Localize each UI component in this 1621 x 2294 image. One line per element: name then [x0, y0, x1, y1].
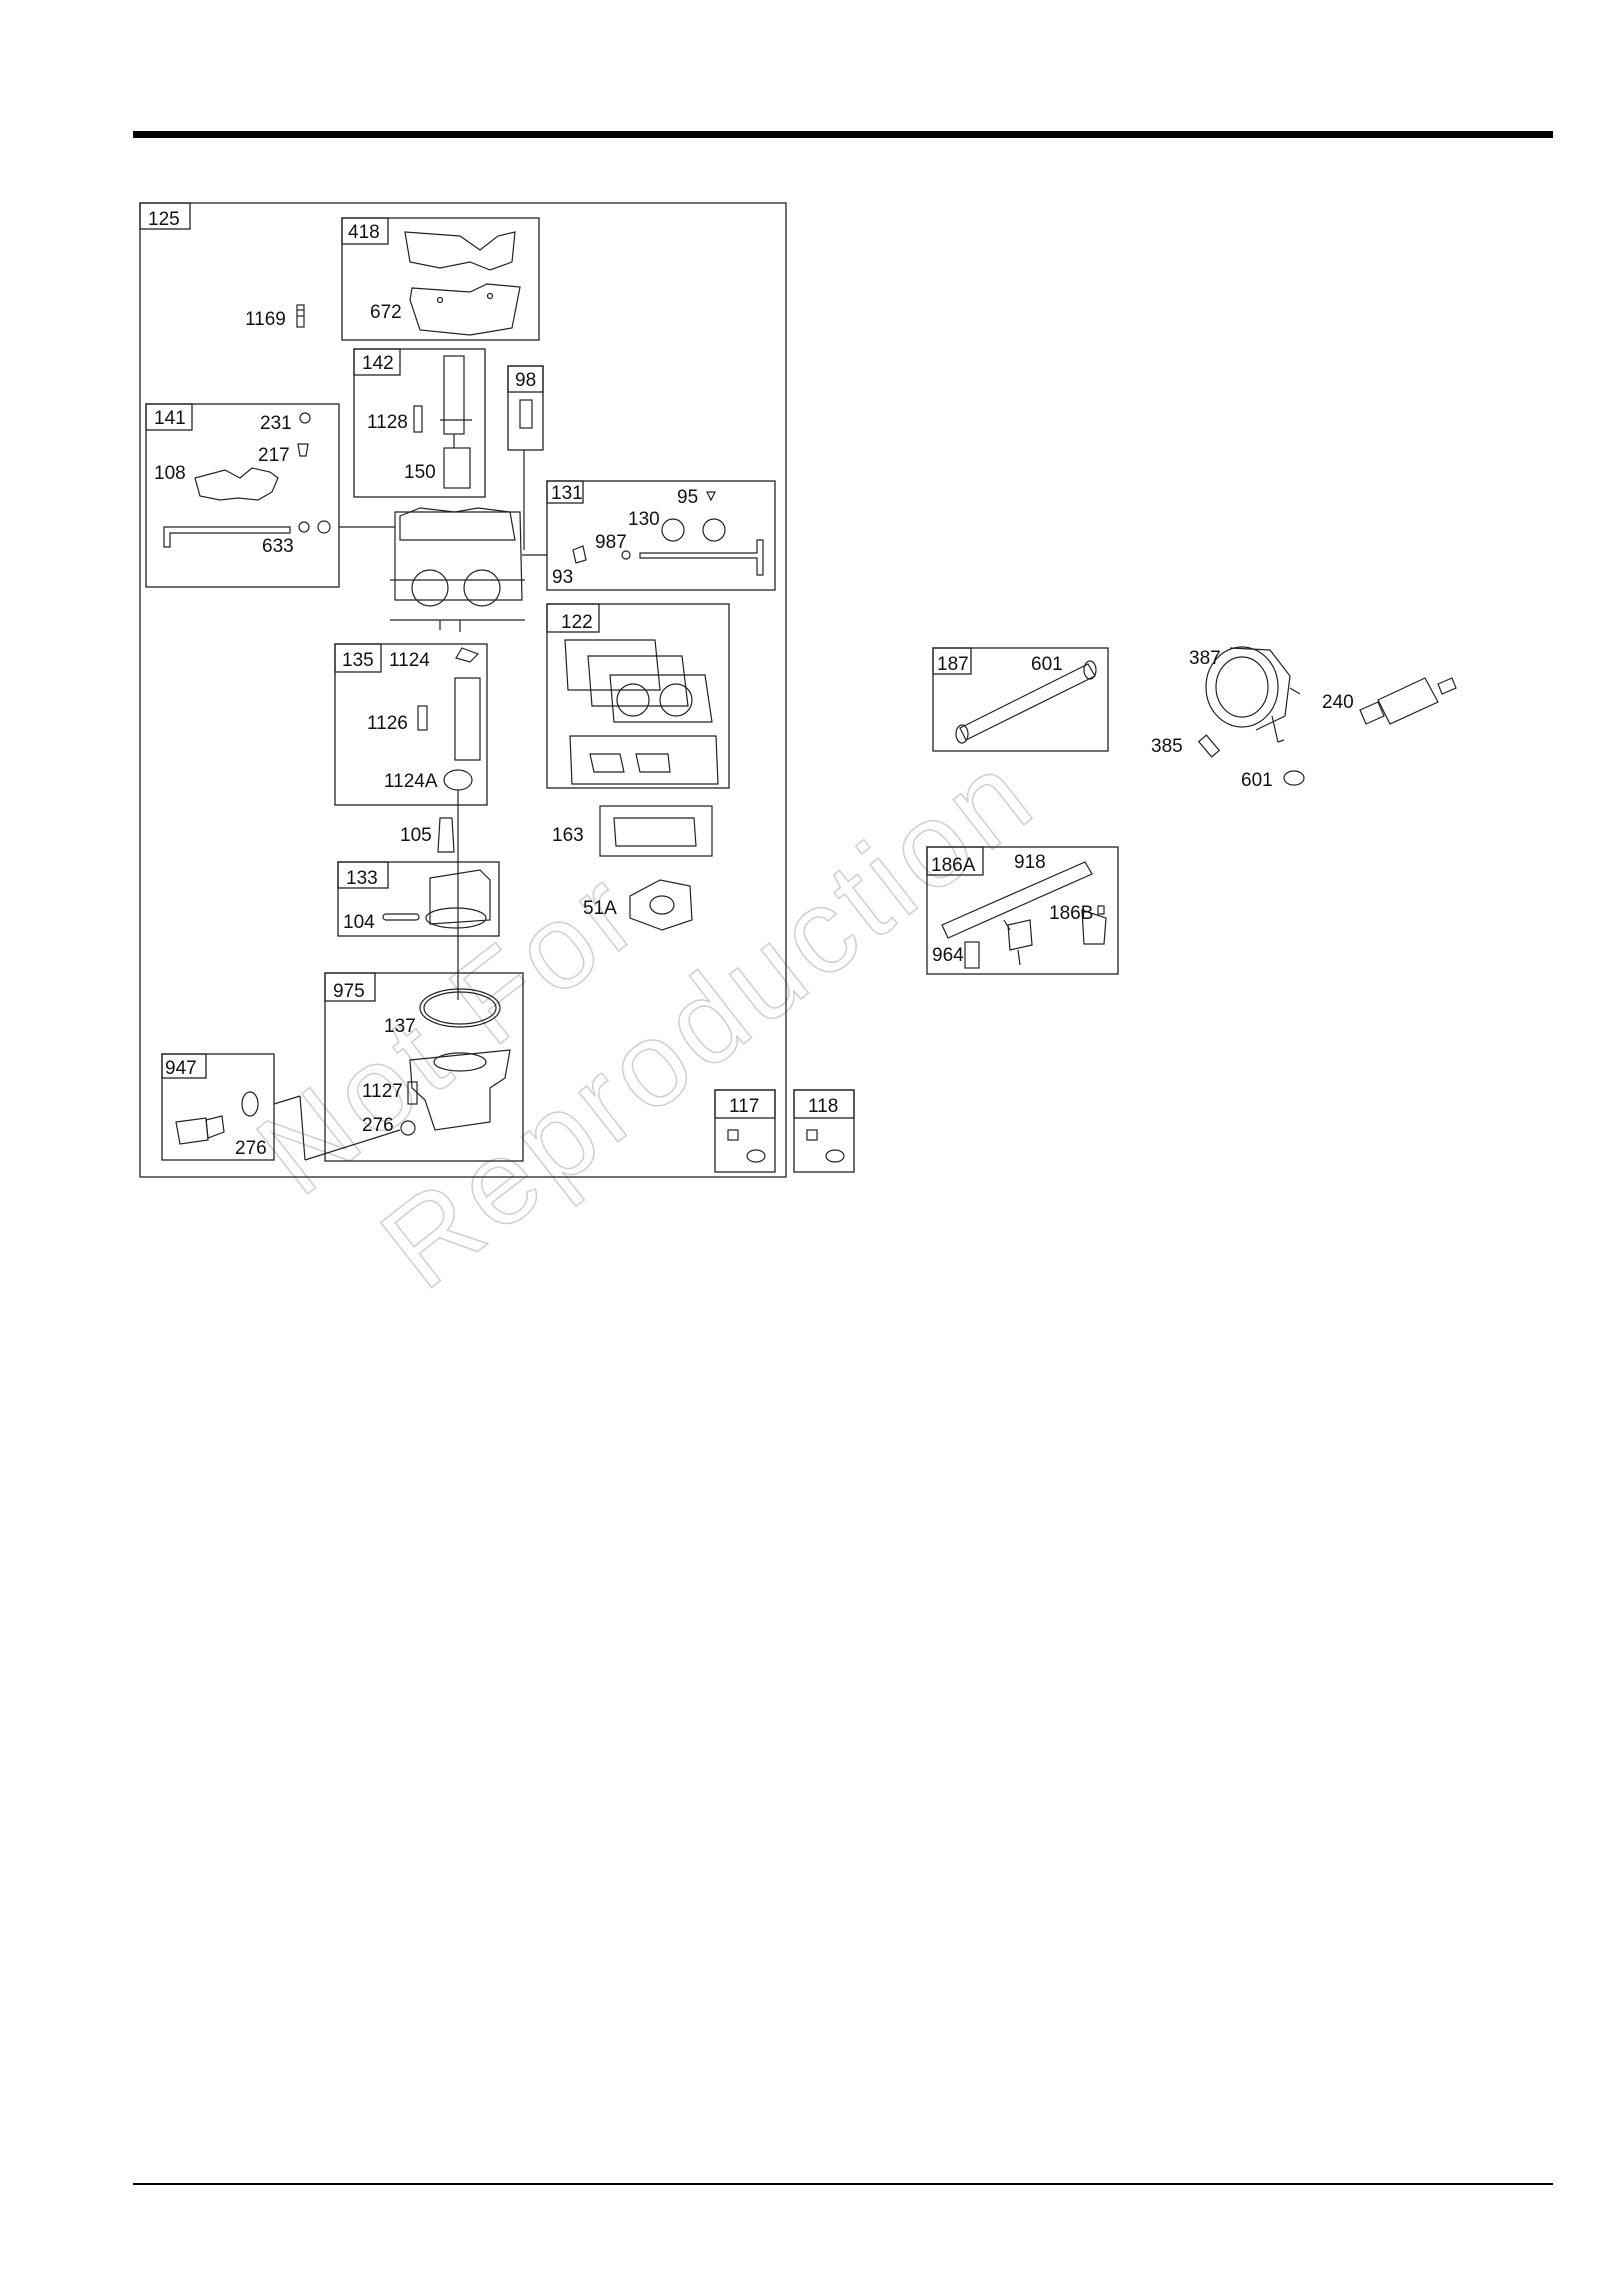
- fuel-line-187-part: [960, 664, 1095, 740]
- callout-964: 964: [932, 945, 964, 966]
- callout-276-solenoid: 276: [235, 1138, 267, 1159]
- callout-1169: 1169: [245, 309, 286, 330]
- jet-118-part: [826, 1150, 844, 1162]
- callout-975: 975: [333, 981, 365, 1002]
- callout-633: 633: [262, 536, 294, 557]
- sleeve-964-part: [965, 942, 979, 968]
- float-133-part: [430, 870, 490, 924]
- callout-104: 104: [343, 912, 375, 933]
- clamp-601-part: [1284, 771, 1304, 785]
- callout-51A: 51A: [583, 898, 617, 919]
- callout-601-clamp: 601: [1241, 770, 1273, 791]
- callout-133: 133: [346, 868, 378, 889]
- callout-108: 108: [154, 463, 186, 484]
- gasket-418-part: [405, 232, 515, 270]
- callout-1124A: 1124A: [384, 771, 438, 792]
- spring-98-part: [520, 400, 532, 428]
- fuel-filter-240-part: [1360, 678, 1456, 724]
- callout-231: 231: [260, 413, 292, 434]
- gasket-122a-part: [565, 640, 660, 690]
- seal-93-part: [573, 546, 586, 563]
- callout-98: 98: [515, 370, 536, 391]
- callout-601-hose: 601: [1031, 654, 1063, 675]
- callout-987: 987: [595, 532, 627, 553]
- emulsion-tube-part: [455, 678, 480, 760]
- callout-142: 142: [362, 353, 394, 374]
- oring-1124A-part: [444, 770, 472, 790]
- callout-672: 672: [370, 302, 402, 323]
- callout-947: 947: [165, 1058, 197, 1079]
- screw-385-part: [1199, 735, 1220, 757]
- screw-1126-part: [418, 706, 427, 730]
- choke-plate-150-part: [444, 448, 470, 488]
- pin-104-part: [383, 914, 419, 920]
- callout-217: 217: [258, 445, 290, 466]
- callout-105: 105: [400, 825, 432, 846]
- callout-1127: 1127: [362, 1081, 403, 1102]
- gasket-122b-part: [570, 736, 718, 784]
- callout-187: 187: [937, 654, 969, 675]
- callout-141: 141: [154, 408, 186, 429]
- jet-117-part: [747, 1150, 765, 1162]
- valve-186A-part: [1008, 920, 1032, 950]
- jet-1124-part: [456, 648, 478, 662]
- needle-105-part: [438, 818, 454, 852]
- solenoid-947-part: [176, 1118, 208, 1144]
- callout-1128: 1128: [367, 412, 408, 433]
- callout-118: 118: [808, 1096, 838, 1117]
- callout-93: 93: [552, 567, 573, 588]
- group-141-frame: [146, 404, 339, 587]
- callout-163: 163: [552, 825, 584, 846]
- choke-shaft-131-part: [640, 540, 763, 575]
- callout-240: 240: [1322, 692, 1354, 713]
- callout-276-bowl: 276: [362, 1115, 394, 1136]
- carburetor-body-part: [339, 508, 547, 632]
- callout-1124: 1124: [389, 650, 430, 671]
- choke-plate-142-part: [444, 356, 464, 434]
- callout-385: 385: [1151, 736, 1183, 757]
- callout-117: 117: [729, 1096, 759, 1117]
- callout-150: 150: [404, 462, 436, 483]
- callout-122: 122: [561, 612, 593, 633]
- screw-1128-part: [414, 406, 422, 432]
- callout-186A: 186A: [931, 855, 976, 876]
- callout-1126: 1126: [367, 713, 408, 734]
- gasket-672-part: [410, 284, 520, 335]
- callout-131: 131: [551, 483, 583, 504]
- callout-387: 387: [1189, 648, 1221, 669]
- callout-918: 918: [1014, 852, 1046, 873]
- callout-186B: 186B: [1049, 903, 1093, 924]
- callout-130: 130: [628, 509, 660, 530]
- choke-plate-130b-part: [703, 519, 725, 541]
- callout-135: 135: [342, 650, 374, 671]
- callout-95: 95: [677, 487, 698, 508]
- choke-plate-130a-part: [662, 519, 684, 541]
- callout-418: 418: [348, 222, 380, 243]
- callout-125: 125: [148, 209, 180, 230]
- callout-137: 137: [384, 1016, 416, 1037]
- throttle-plate-108-part: [195, 468, 278, 500]
